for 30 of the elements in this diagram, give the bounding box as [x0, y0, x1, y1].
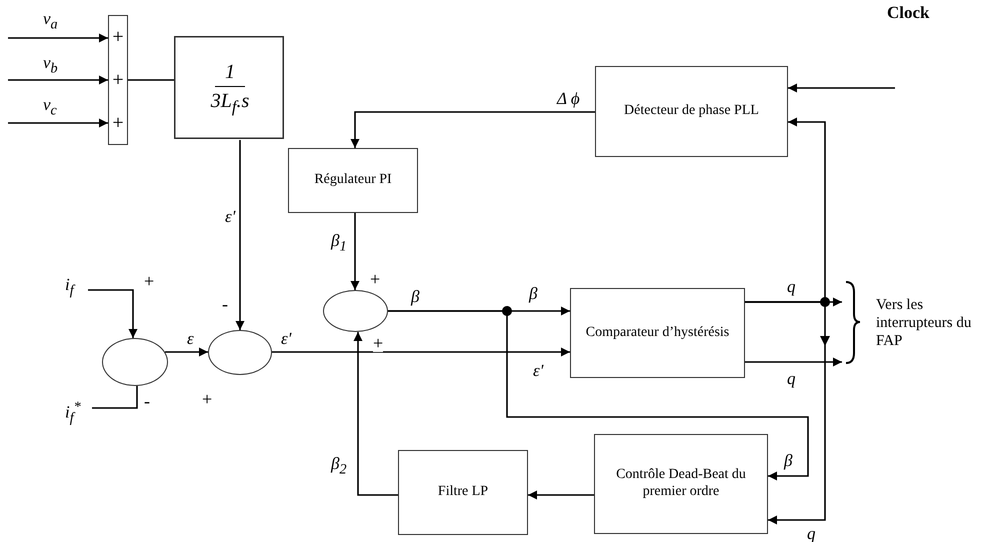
arrow [272, 348, 570, 356]
process-box: Détecteur de phase PLL [595, 66, 788, 157]
arrow [8, 76, 108, 84]
summing-bar: + + + [108, 15, 128, 145]
process-box: Contrôle Dead-Beat du premier ordre [594, 434, 768, 534]
process-box: Régulateur PI [288, 148, 418, 213]
arrow [745, 301, 826, 524]
connector-line [128, 79, 175, 81]
arrow [354, 332, 398, 496]
process-box: Comparateur d’hystérésis [570, 288, 745, 378]
signal-label: β [783, 452, 794, 471]
arrow [8, 118, 108, 128]
signal-label: β [528, 285, 538, 304]
signal-label: Δ ϕ [556, 90, 581, 109]
output-label: Vers les interrupteurs du FAP [876, 296, 972, 350]
signal-label: β [410, 288, 420, 307]
denominator: 3L$_{f}$.s [210, 89, 250, 118]
arrow [350, 111, 595, 148]
arrow [8, 34, 108, 42]
arrow [745, 358, 842, 366]
arrow [350, 213, 360, 290]
process-box: Filtre LP [398, 450, 528, 535]
arrow [165, 348, 208, 356]
input-signal-label: i$_{f}$ [64, 276, 75, 299]
arrow [88, 289, 138, 338]
connector-line [92, 386, 138, 409]
arrow [236, 140, 244, 330]
arrow [388, 310, 809, 480]
arrow [788, 84, 895, 92]
arrow [528, 490, 594, 500]
